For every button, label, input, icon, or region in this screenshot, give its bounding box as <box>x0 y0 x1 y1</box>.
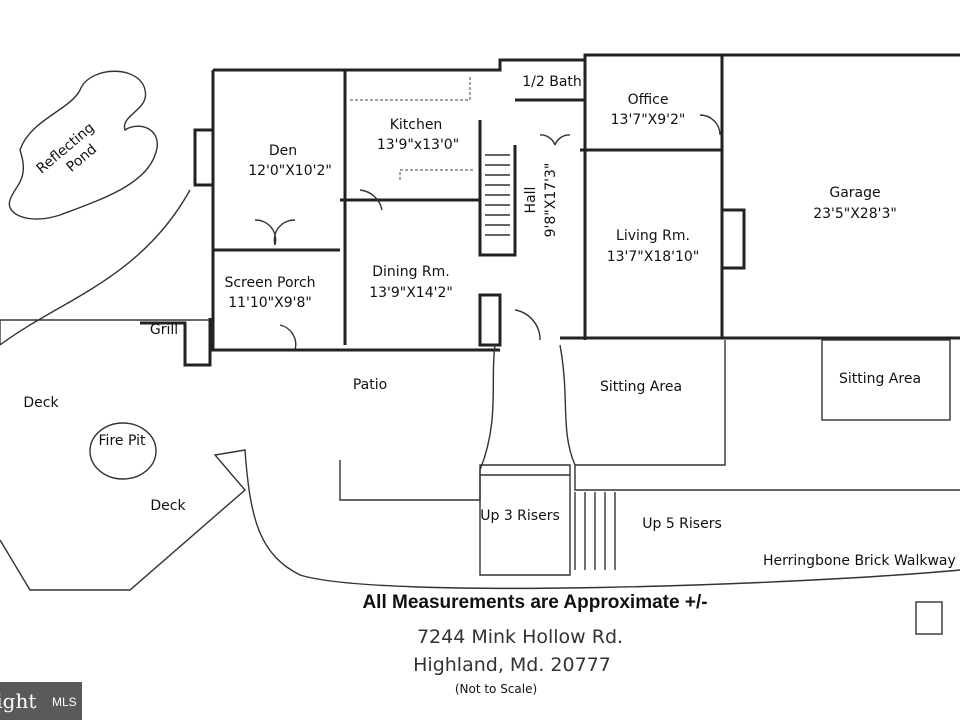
logo-suffix: MLS <box>52 695 77 709</box>
office-size: 13'7"X9'2" <box>611 112 686 128</box>
walkway-label: Herringbone Brick Walkway <box>763 553 956 569</box>
kitchen-size: 13'9"x13'0" <box>377 137 459 153</box>
patio-label: Patio <box>353 377 387 393</box>
disclaimer: All Measurements are Approximate +/- <box>362 592 707 613</box>
fire-pit <box>89 422 157 480</box>
doors <box>254 114 721 351</box>
up-5-risers-label: Up 5 Risers <box>642 516 722 532</box>
grill-label: Grill <box>150 322 178 338</box>
sitting-area-box <box>821 339 951 421</box>
kitchen-counter <box>350 75 475 180</box>
post <box>915 601 943 635</box>
den-size: 12'0"X10'2" <box>248 163 332 179</box>
scale-note: (Not to Scale) <box>455 682 537 696</box>
dining-label: Dining Rm. <box>372 264 449 280</box>
kitchen-label: Kitchen <box>390 117 443 133</box>
den-label: Den <box>269 143 297 159</box>
stairs <box>485 154 510 236</box>
hall-label: Hall <box>523 187 539 214</box>
deck-outline <box>0 189 960 591</box>
dining-size: 13'9"X14'2" <box>369 285 453 301</box>
hall-size: 9'8"X17'3" <box>543 163 559 238</box>
fire-pit-label: Fire Pit <box>99 433 146 449</box>
office-label: Office <box>628 92 669 108</box>
bath-label: 1/2 Bath <box>522 74 582 90</box>
up-3-risers-label: Up 3 Risers <box>480 508 560 524</box>
deck-label-1: Deck <box>23 395 59 411</box>
sitting-area-label-1: Sitting Area <box>600 379 682 395</box>
garage-label: Garage <box>829 185 880 201</box>
address-line-1: 7244 Mink Hollow Rd. <box>417 626 623 648</box>
logo-text: Bright <box>0 689 37 713</box>
porch-label: Screen Porch <box>224 275 315 291</box>
living-label: Living Rm. <box>616 228 690 244</box>
living-size: 13'7"X18'10" <box>607 249 700 265</box>
sitting-area-label-2: Sitting Area <box>839 371 921 387</box>
deck-label-2: Deck <box>150 498 186 514</box>
bright-mls-logo: Bright MLS <box>0 682 82 720</box>
reflecting-pond <box>8 70 158 220</box>
porch-size: 11'10"X9'8" <box>228 295 312 311</box>
garage-size: 23'5"X28'3" <box>813 206 897 222</box>
address-line-2: Highland, Md. 20777 <box>413 654 611 676</box>
steps <box>479 464 616 576</box>
house-walls <box>193 53 960 352</box>
grill <box>140 318 212 367</box>
